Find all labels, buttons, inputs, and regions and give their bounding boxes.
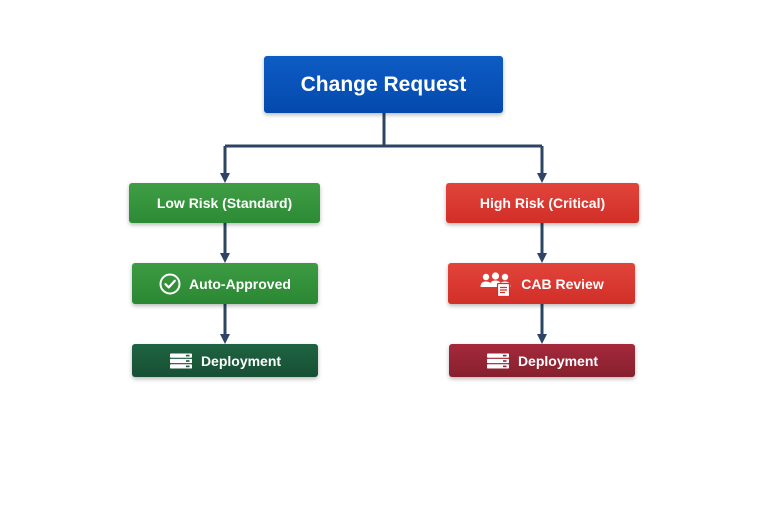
- low-risk-label: Low Risk (Standard): [156, 195, 293, 211]
- right-deployment-label: Deployment: [517, 352, 599, 369]
- server-icon: [169, 353, 193, 369]
- cab-review-node: CAB Review: [448, 263, 635, 304]
- server-icon: [486, 353, 510, 369]
- right-deployment-node: Deployment: [449, 344, 635, 377]
- change-request-label: Change Request: [300, 72, 467, 96]
- low-risk-node: Low Risk (Standard): [129, 183, 320, 223]
- change-request-node: Change Request: [264, 56, 503, 113]
- left-deployment-node: Deployment: [132, 344, 318, 377]
- high-risk-label: High Risk (Critical): [479, 195, 606, 211]
- check-circle-icon: [159, 273, 181, 295]
- left-deployment-label: Deployment: [200, 352, 282, 369]
- auto-approved-label: Auto-Approved: [189, 275, 291, 292]
- high-risk-node: High Risk (Critical): [446, 183, 639, 223]
- auto-approved-node: Auto-Approved: [132, 263, 318, 304]
- cab-review-label: CAB Review: [521, 275, 604, 292]
- people-document-icon: [479, 271, 513, 297]
